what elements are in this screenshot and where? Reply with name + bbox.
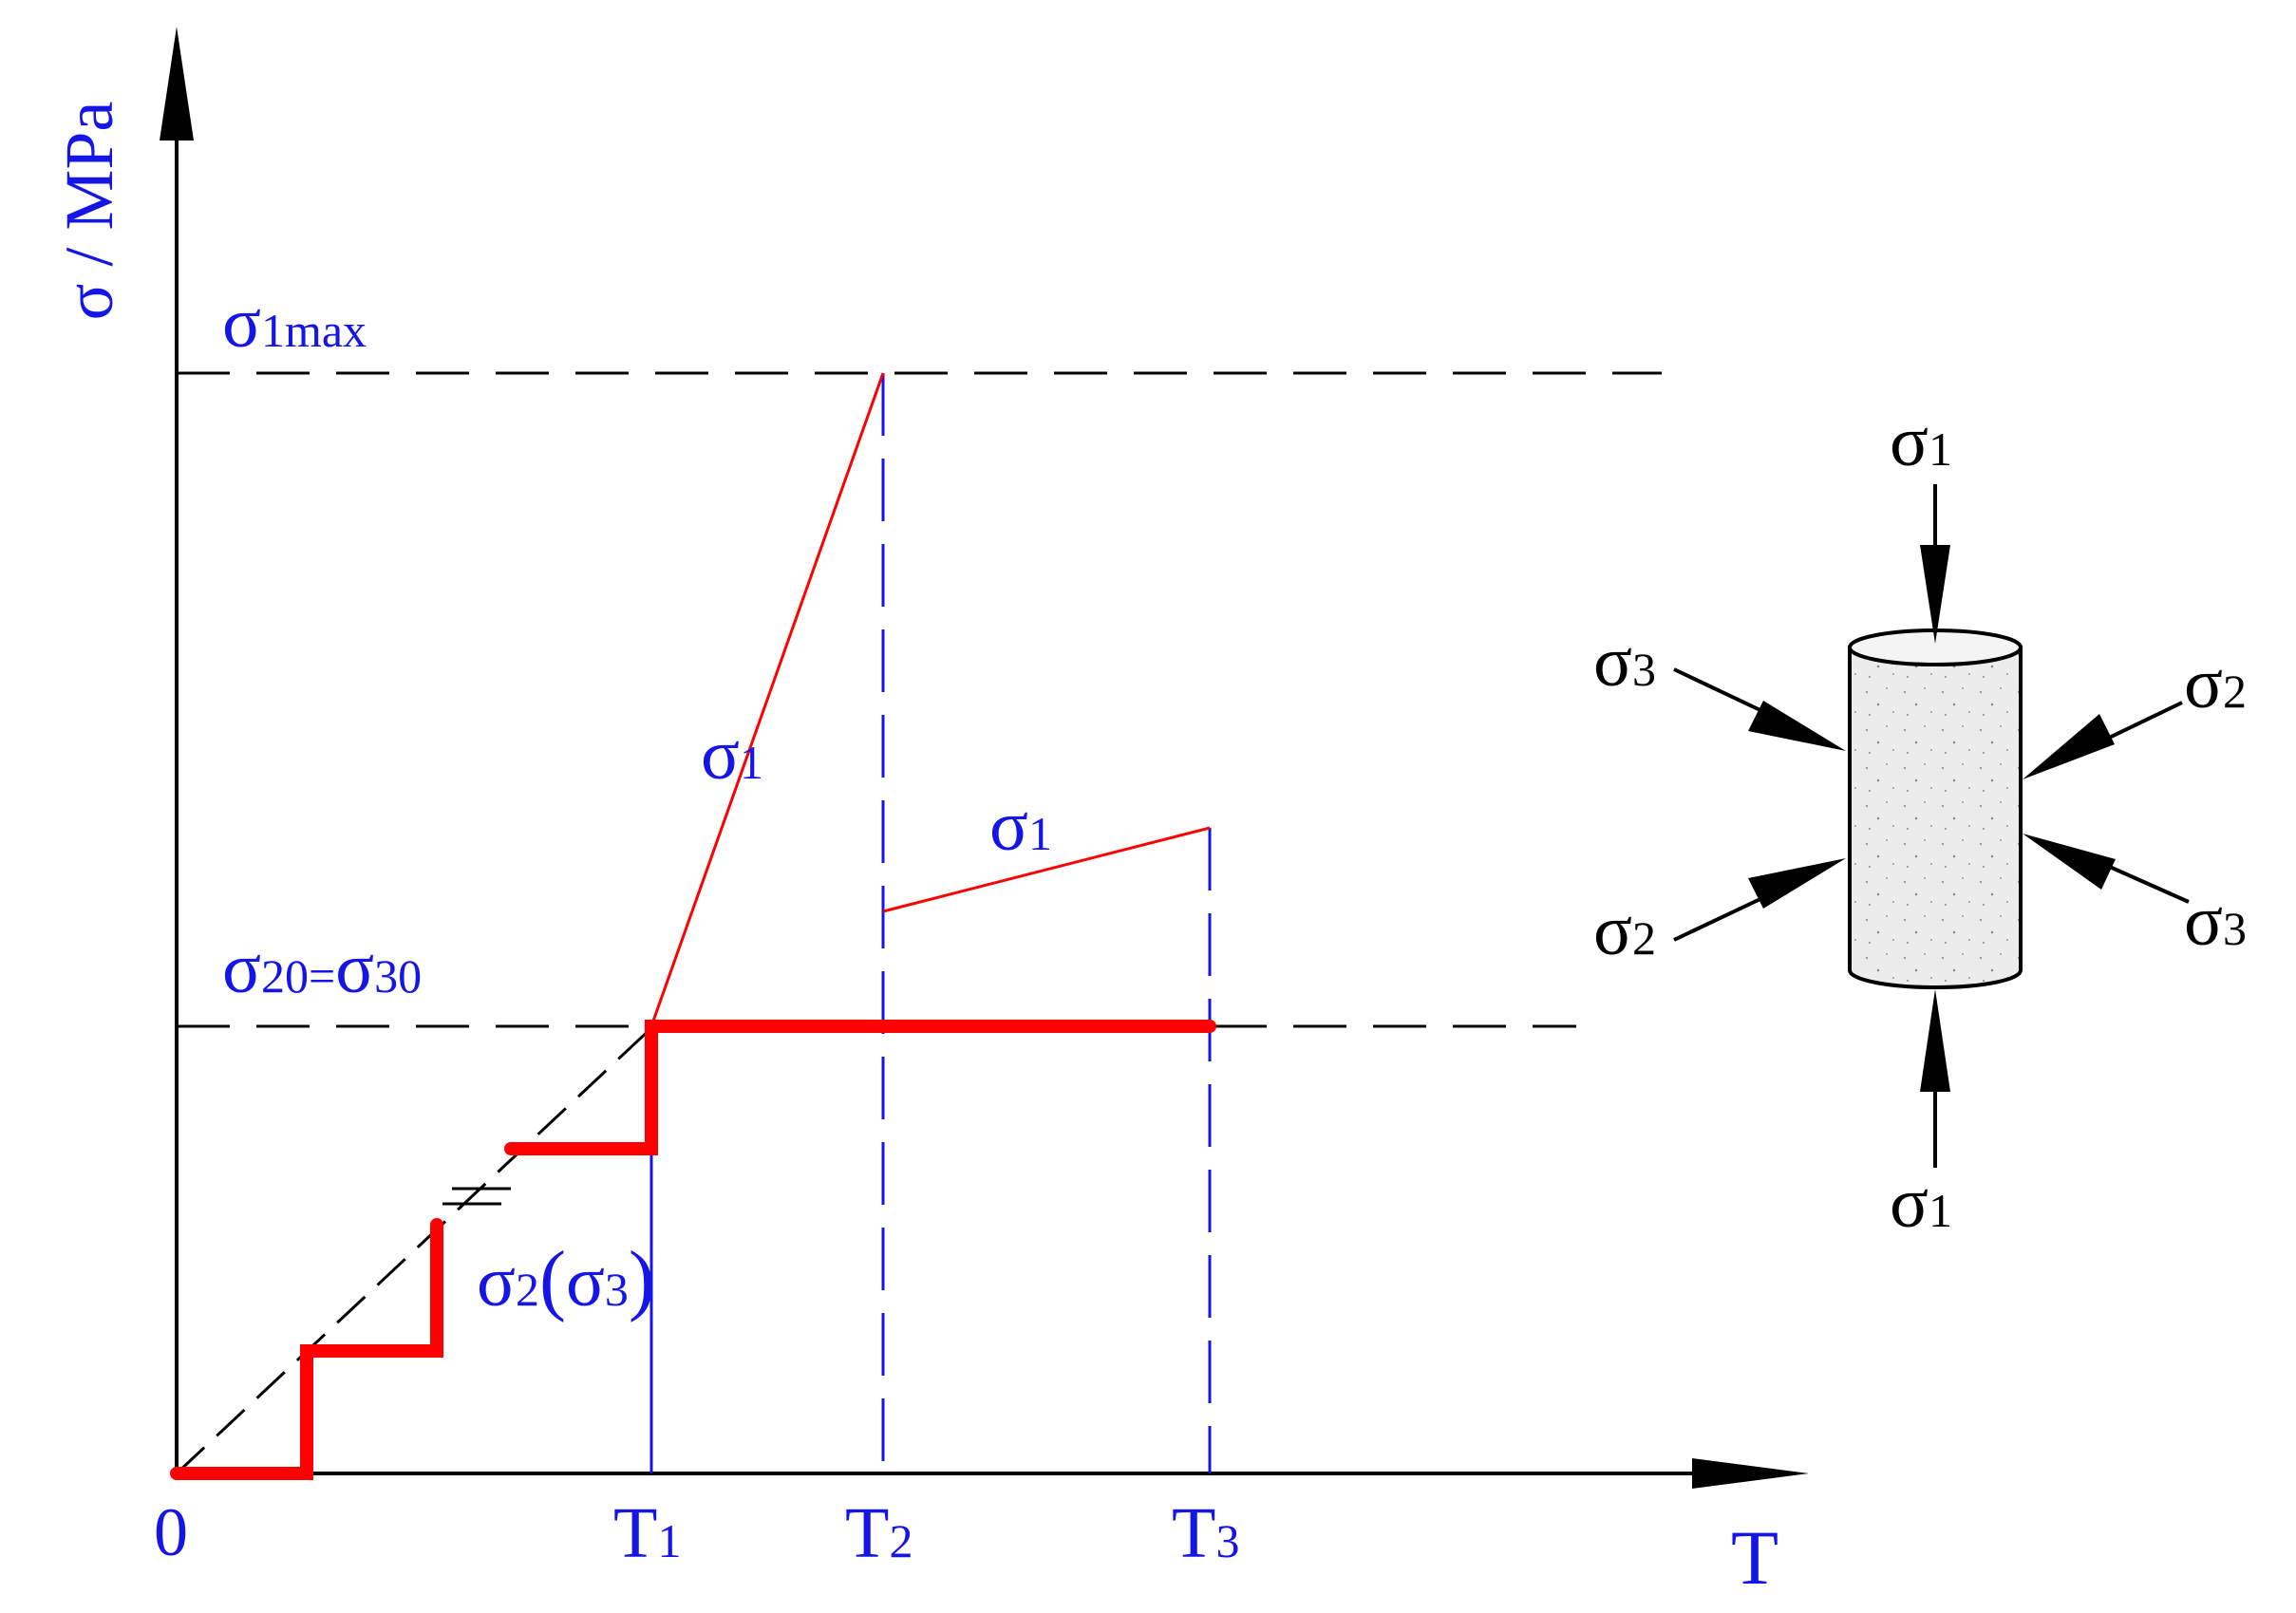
x-axis-label: T <box>1731 1514 1778 1601</box>
sigma1-creep-path <box>882 826 1211 913</box>
specimen-cylinder-body <box>1848 646 2023 989</box>
axes <box>160 27 1809 1489</box>
upper-left-sigma3-arrow-shaft <box>1673 667 1765 714</box>
specimen-lower-left-sigma2-label: σ2 <box>1593 891 1656 970</box>
sigma2-sigma3-staircase-path <box>170 1218 443 1480</box>
lower-left-sigma2-arrow-icon <box>1748 858 1846 909</box>
t1-label: T1 <box>613 1493 681 1573</box>
sigma1-loading-path <box>649 372 885 1027</box>
bottom-sigma1-arrow-icon <box>1920 989 1950 1092</box>
origin-label: 0 <box>154 1494 188 1570</box>
specimen-upper-right-sigma2-label: σ2 <box>2184 644 2247 723</box>
sigma2-sigma3-confining-path <box>504 1020 1216 1155</box>
lower-left-sigma2-arrow-shaft <box>1673 895 1765 942</box>
top-sigma1-arrow-icon <box>1920 545 1950 644</box>
upper-right-sigma2-arrow-icon <box>2023 714 2115 779</box>
t2-label: T2 <box>845 1493 913 1573</box>
specimen-bottom-sigma1-label: σ1 <box>1890 1163 1952 1243</box>
y-axis-label: σ / MPa <box>51 102 127 321</box>
specimen-sketch: σ1 σ1 σ3 σ2 σ2 σ3 <box>1593 402 2247 1243</box>
specimen-top-sigma1-label: σ1 <box>1890 402 1952 481</box>
specimen-upper-left-sigma3-label: σ3 <box>1593 622 1656 702</box>
sigma2-sigma3-label: σ2(σ3) <box>477 1235 655 1323</box>
upper-left-sigma3-arrow-icon <box>1748 701 1846 751</box>
upper-right-sigma2-arrow-shaft <box>2102 701 2183 742</box>
sigma1-loading-label: σ1 <box>701 715 763 795</box>
lower-right-sigma3-arrow-shaft <box>2102 862 2190 904</box>
sigma1max-label: σ1max <box>222 283 367 363</box>
y-axis-arrow-icon <box>160 27 194 141</box>
sigma1-creep-label: σ1 <box>989 786 1052 866</box>
specimen-lower-right-sigma3-label: σ3 <box>2184 881 2247 961</box>
lower-right-sigma3-arrow-icon <box>2023 834 2116 890</box>
axis-break-mark <box>442 1187 511 1206</box>
x-axis-arrow-icon <box>1692 1458 1809 1489</box>
t3-label: T3 <box>1172 1493 1239 1573</box>
confining-pressure-label: σ20=σ30 <box>222 928 422 1008</box>
